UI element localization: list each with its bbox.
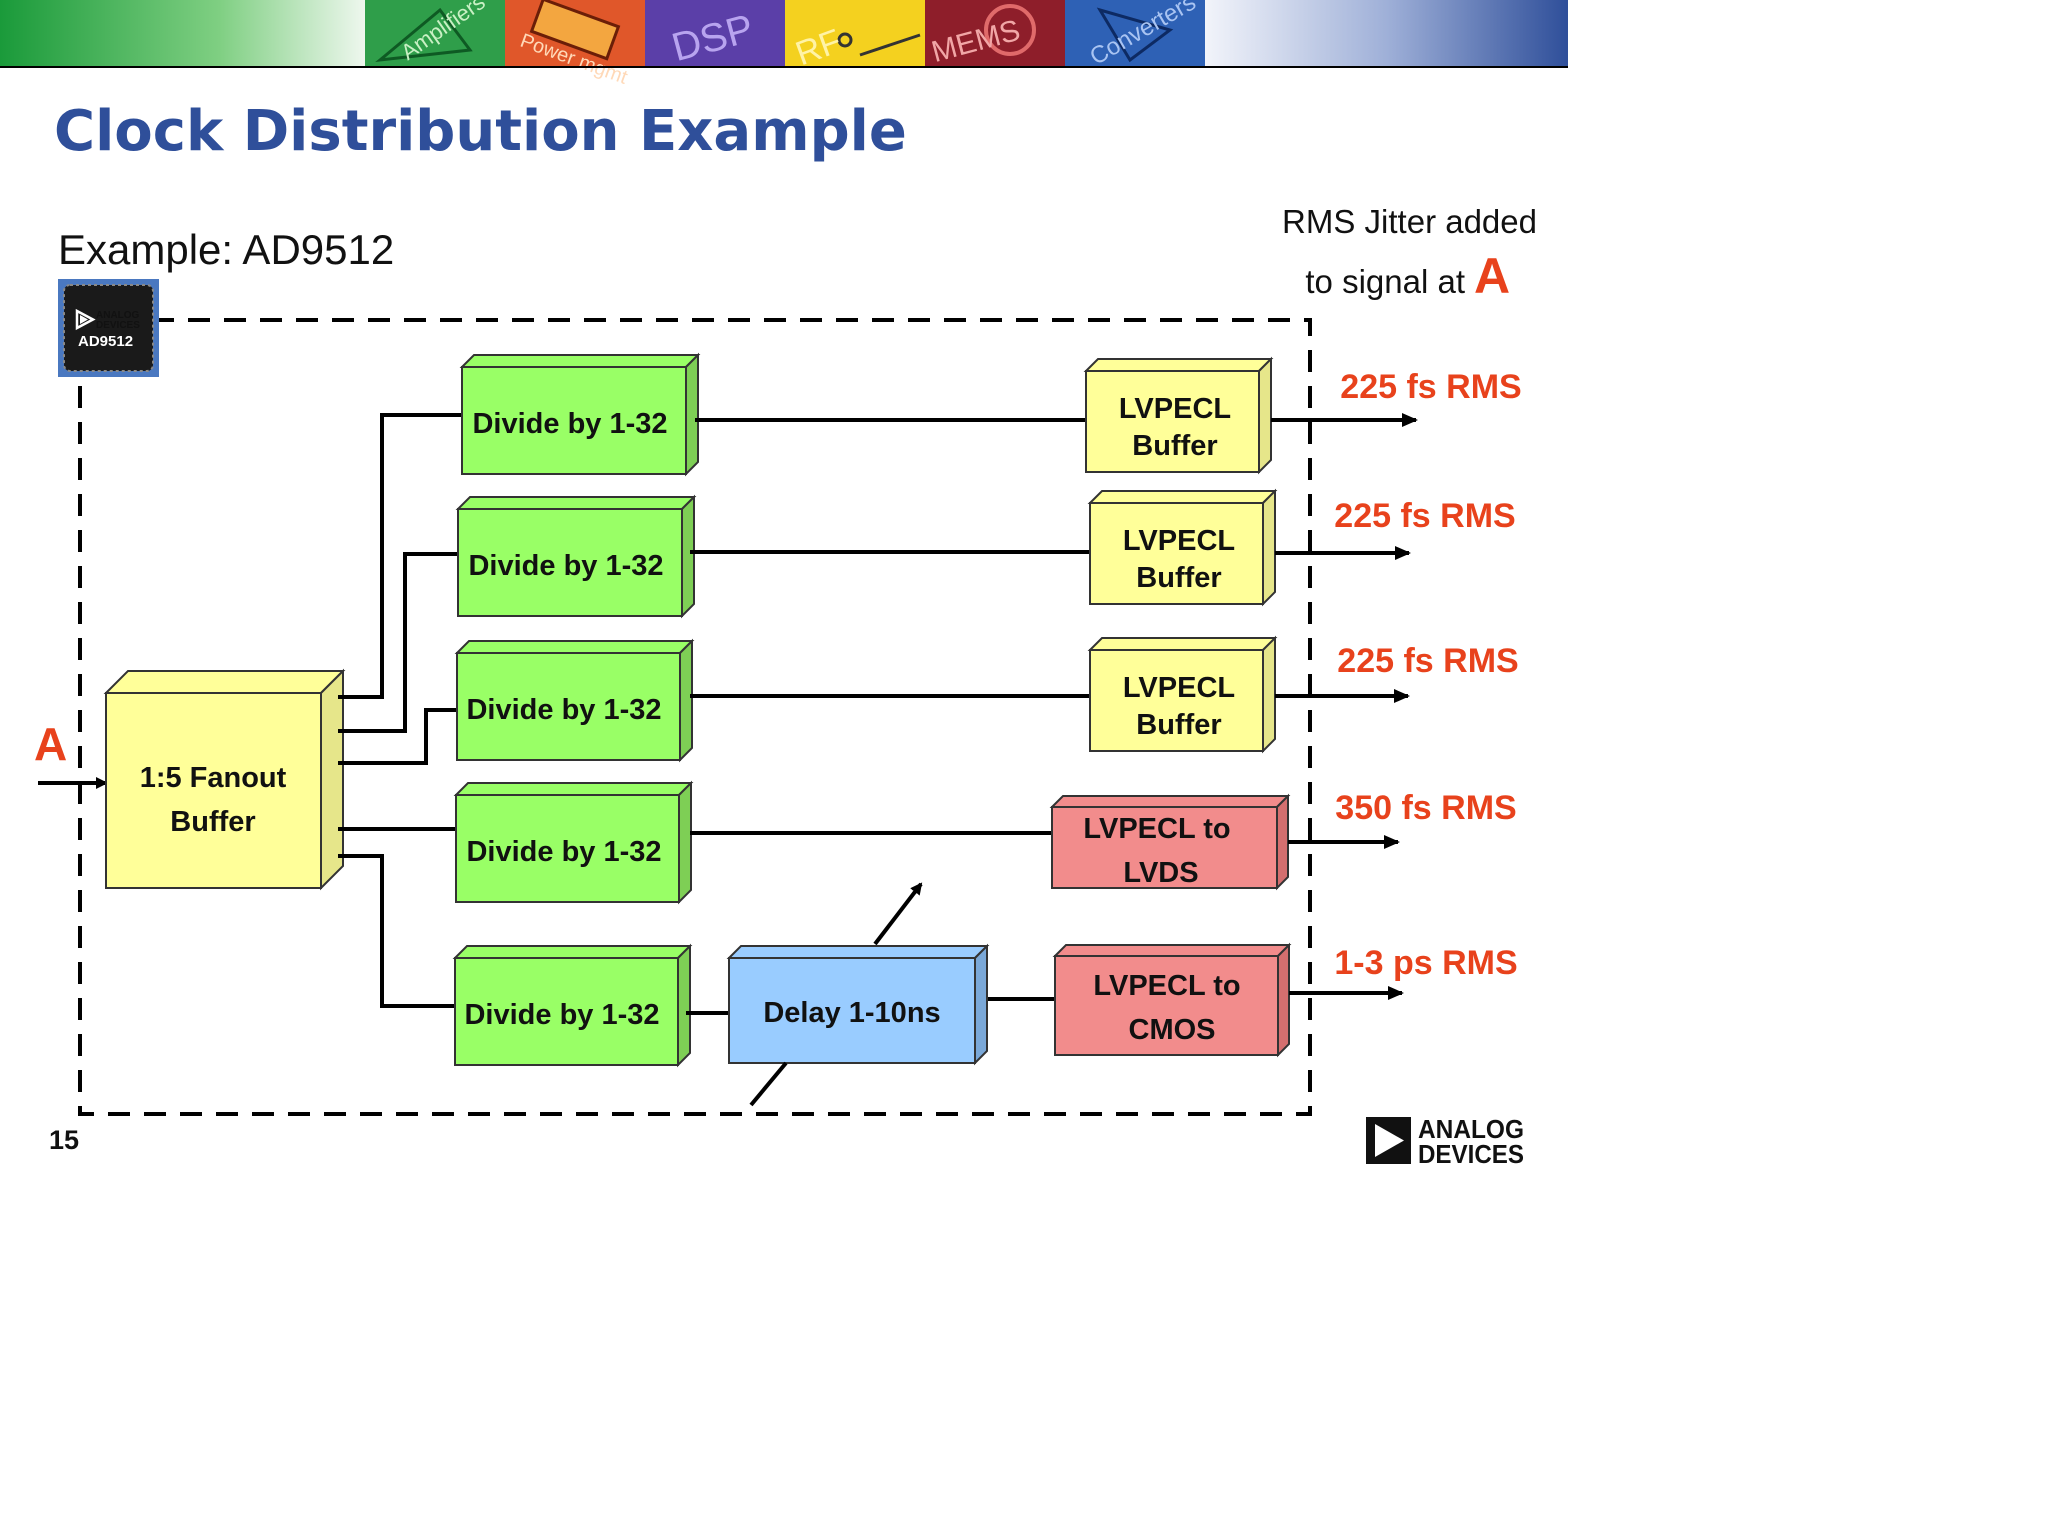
fanout-wiring [338, 413, 462, 1008]
jitter-value: 350 fs RMS [1335, 789, 1516, 827]
divider-block-4: Divide by 1-32 [453, 780, 694, 905]
chip-part-number: AD9512 [78, 333, 133, 350]
banner-panel-power: Power mgmt [505, 0, 645, 89]
output-label-line2: Buffer [1136, 562, 1221, 594]
lvpecl-buffer-block-1: LVPECL Buffer [1083, 356, 1274, 475]
ad9512-chip-icon: ANALOG DEVICES AD9512 [58, 279, 159, 377]
delay-adjust-line [749, 1061, 788, 1107]
output-label-line1: LVPECL [1123, 525, 1235, 557]
output-label-line2: Buffer [1136, 709, 1221, 741]
divider-label: Divide by 1-32 [468, 550, 663, 582]
slide: Amplifiers Power mgmt DSP RF MEMS Conver… [0, 0, 1568, 1169]
output-label-line1: LVPECL [1123, 672, 1235, 704]
banner-panel-mems: MEMS [925, 0, 1065, 69]
logo-text-line2: DEVICES [1418, 1139, 1524, 1169]
lvpecl-to-lvds-block: LVPECL to LVDS [1049, 793, 1291, 891]
divider-label: Divide by 1-32 [466, 694, 661, 726]
output-wiring [686, 418, 1090, 1015]
divider-block-1: Divide by 1-32 [459, 352, 701, 477]
lvpecl-to-cmos-block: LVPECL to CMOS [1052, 942, 1292, 1058]
logo-text-line1: ANALOG [1418, 1114, 1524, 1144]
divider-label: Divide by 1-32 [472, 408, 667, 440]
chip-brand-line1: ANALOG [96, 310, 140, 321]
fanout-buffer-block: 1:5 Fanout Buffer [103, 668, 346, 891]
jitter-value: 1-3 ps RMS [1334, 944, 1517, 982]
jitter-header-line1: RMS Jitter added [1282, 203, 1537, 240]
jitter-value: 225 fs RMS [1340, 368, 1521, 406]
output-label-line1: LVPECL to [1093, 970, 1240, 1002]
output-arrows [1271, 413, 1418, 1000]
fanout-label-line2: Buffer [170, 806, 255, 838]
page-number: 15 [49, 1125, 79, 1155]
banner-panel-converters: Converters [1065, 0, 1205, 71]
banner-panel-rf: RF [785, 0, 925, 73]
chip-boundary [78, 318, 1312, 1116]
input-marker: A [34, 718, 67, 770]
header-banner: Amplifiers Power mgmt DSP RF MEMS Conver… [0, 0, 1568, 89]
divider-label: Divide by 1-32 [464, 999, 659, 1031]
lvpecl-buffer-block-3: LVPECL Buffer [1087, 635, 1278, 754]
delay-label: Delay 1-10ns [763, 997, 940, 1029]
lvpecl-buffer-block-2: LVPECL Buffer [1087, 488, 1278, 607]
output-label-line2: Buffer [1132, 430, 1217, 462]
jitter-value: 225 fs RMS [1337, 642, 1518, 680]
delay-adjust-arrow [873, 882, 923, 946]
output-label-line2: LVDS [1123, 857, 1198, 889]
output-label-line1: LVPECL [1119, 393, 1231, 425]
chip-brand-line2: DEVICES [96, 320, 140, 331]
divider-block-3: Divide by 1-32 [454, 638, 695, 763]
banner-panel-amplifiers: Amplifiers [365, 0, 505, 66]
jitter-header-marker: A [1474, 248, 1510, 304]
banner-panel-dsp: DSP [645, 0, 785, 70]
divider-block-2: Divide by 1-32 [455, 494, 697, 619]
output-label-line1: LVPECL to [1083, 813, 1230, 845]
divider-block-5: Divide by 1-32 [452, 943, 693, 1068]
fanout-label-line1: 1:5 Fanout [140, 762, 287, 794]
example-subtitle: Example: AD9512 [58, 226, 394, 273]
slide-title: Clock Distribution Example [54, 99, 907, 164]
jitter-header-line2: to signal at [1305, 263, 1465, 300]
delay-block: Delay 1-10ns [726, 943, 990, 1066]
output-label-line2: CMOS [1129, 1014, 1216, 1046]
analog-devices-logo: ANALOG DEVICES [1366, 1114, 1524, 1169]
jitter-value: 225 fs RMS [1334, 497, 1515, 535]
divider-label: Divide by 1-32 [466, 836, 661, 868]
